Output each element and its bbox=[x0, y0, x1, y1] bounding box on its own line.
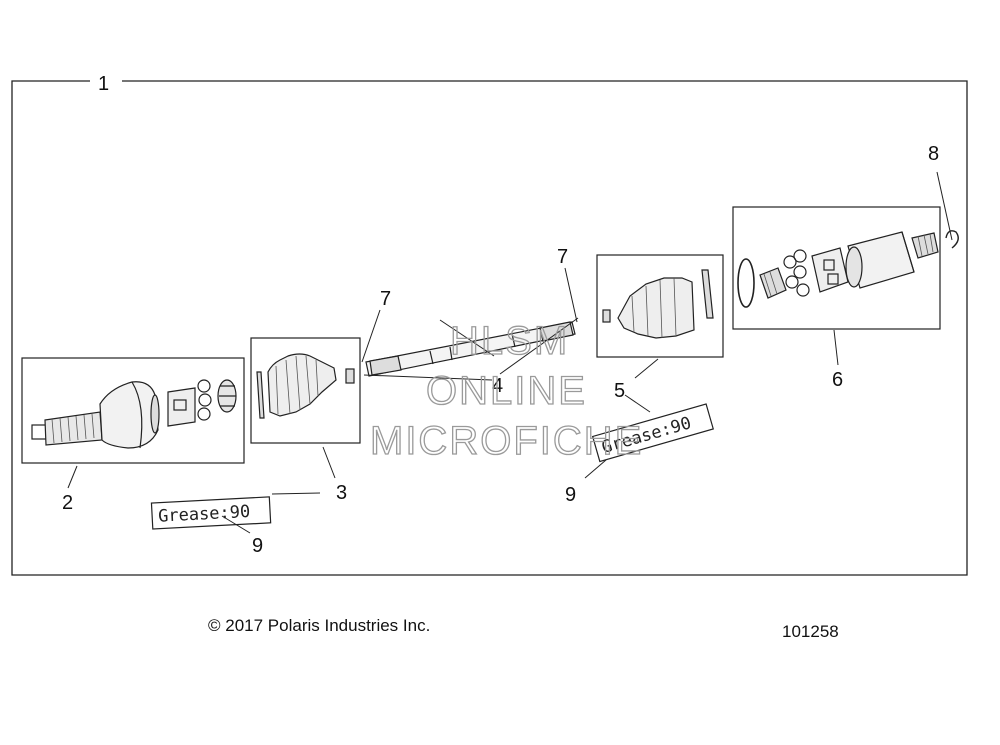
callout-9-b: 9 bbox=[565, 484, 576, 506]
callout-1: 1 bbox=[98, 73, 109, 95]
callout-5: 5 bbox=[614, 380, 625, 402]
watermark-line-2: ONLINE bbox=[426, 369, 587, 413]
callout-8: 8 bbox=[928, 143, 939, 165]
assembly-frame bbox=[11, 80, 968, 576]
grease-packet-left: Grease:90 bbox=[150, 496, 272, 530]
leader-7-b bbox=[564, 267, 578, 323]
copyright-notice: © 2017 Polaris Industries Inc. bbox=[208, 616, 431, 635]
leader-8 bbox=[936, 171, 953, 241]
leader-7-a bbox=[361, 309, 381, 363]
leader-5-grease bbox=[624, 394, 651, 413]
grease-label-left: Grease:90 bbox=[158, 502, 251, 527]
part-4-axle-shaft bbox=[365, 321, 576, 377]
leader-2 bbox=[67, 465, 78, 489]
callouts: 1 2 3 4 5 6 7 7 8 9 9 bbox=[62, 73, 939, 557]
callout-2: 2 bbox=[62, 492, 73, 514]
part-2-cv-joint-group bbox=[21, 357, 245, 464]
leader-9-b bbox=[584, 459, 607, 479]
part-5-boot-kit-group bbox=[596, 254, 724, 358]
watermark-line-3: MICROFICHE bbox=[370, 419, 643, 463]
part-6-plunge-joint-group bbox=[732, 206, 941, 330]
leader-3 bbox=[322, 446, 336, 479]
leader-4 bbox=[363, 317, 579, 381]
drawing-number: 101258 bbox=[782, 622, 839, 641]
part-3-boot-kit-group bbox=[250, 337, 361, 444]
callout-7-a: 7 bbox=[380, 288, 391, 310]
part-8-circlip bbox=[945, 230, 959, 249]
leader-5 bbox=[634, 358, 659, 379]
callout-3: 3 bbox=[336, 482, 347, 504]
callout-7-b: 7 bbox=[557, 246, 568, 268]
callout-9-a: 9 bbox=[252, 535, 263, 557]
leader-9-a bbox=[221, 515, 251, 534]
leader-6 bbox=[833, 329, 839, 366]
callout-4: 4 bbox=[492, 375, 503, 397]
watermark-line-1: HLSM bbox=[450, 319, 569, 363]
watermark: HLSM ONLINE MICROFICHE bbox=[369, 318, 643, 463]
leader-3-grease bbox=[271, 492, 321, 495]
callout-6: 6 bbox=[832, 369, 843, 391]
